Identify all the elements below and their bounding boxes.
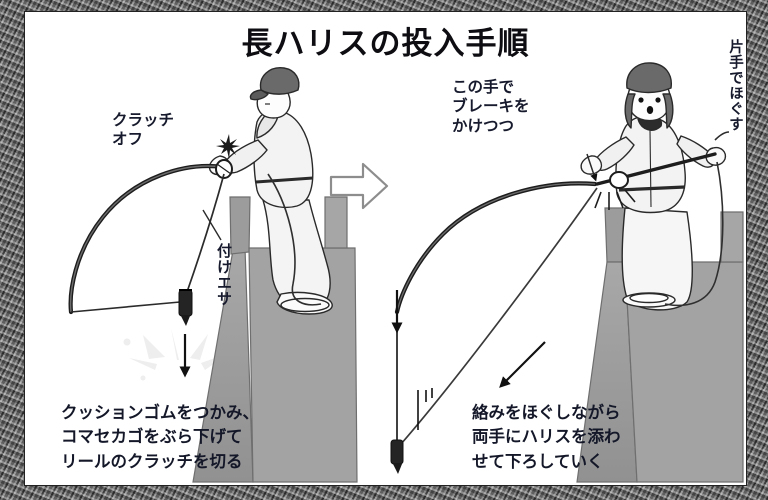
diagonal-harisu-line <box>400 187 598 445</box>
rod-tip-line-left <box>70 301 181 313</box>
clutch-spark-icon <box>216 134 240 159</box>
step-arrow-icon <box>329 162 389 210</box>
left-panel-illustration <box>68 67 358 483</box>
harisu-side-line-right <box>664 161 724 307</box>
fishing-rod-left <box>68 159 233 315</box>
friction-spark-icon <box>594 189 636 210</box>
coma-cage-tackle-right <box>390 439 404 474</box>
line-down-back-left <box>267 173 322 306</box>
untangle-hand-pointer <box>714 131 730 141</box>
label-tsuke-esa: 付けエサ <box>215 243 233 307</box>
label-brake-with-this-hand: この手で ブレーキを かけつつ <box>452 78 530 135</box>
page-title: 長ハリスの投入手順 <box>241 26 530 62</box>
coma-cage-tackle-left <box>178 289 193 326</box>
boat-gunwale-right <box>576 207 744 483</box>
label-untangle-one-hand: 片手でほぐす <box>727 39 743 132</box>
illustration-canvas: 長ハリスの投入手順 クラッチ オフ 付けエサ この手で ブレーキを かけつつ 片… <box>24 11 747 486</box>
diagonal-arrow-right <box>499 341 546 388</box>
label-clutch-off: クラッチ オフ <box>112 111 175 149</box>
line-slack-ticks <box>417 388 433 430</box>
fishing-rod-right <box>394 152 717 315</box>
caption-step-2: 絡みをほぐしながら 両手にハリスを添わ せて下ろしていく <box>472 403 621 471</box>
brake-hand-pointer <box>586 153 598 182</box>
angler-right-figure <box>580 62 727 311</box>
main-line-left <box>186 173 225 293</box>
angler-left-figure <box>208 67 333 315</box>
caption-step-1: クッションゴムをつかみ、 コマセカゴをぶら下げて リールのクラッチを切る <box>61 403 259 471</box>
artwork-svg <box>68 62 744 483</box>
tsuke-esa-pointer <box>202 209 222 241</box>
right-panel-illustration <box>390 62 744 483</box>
